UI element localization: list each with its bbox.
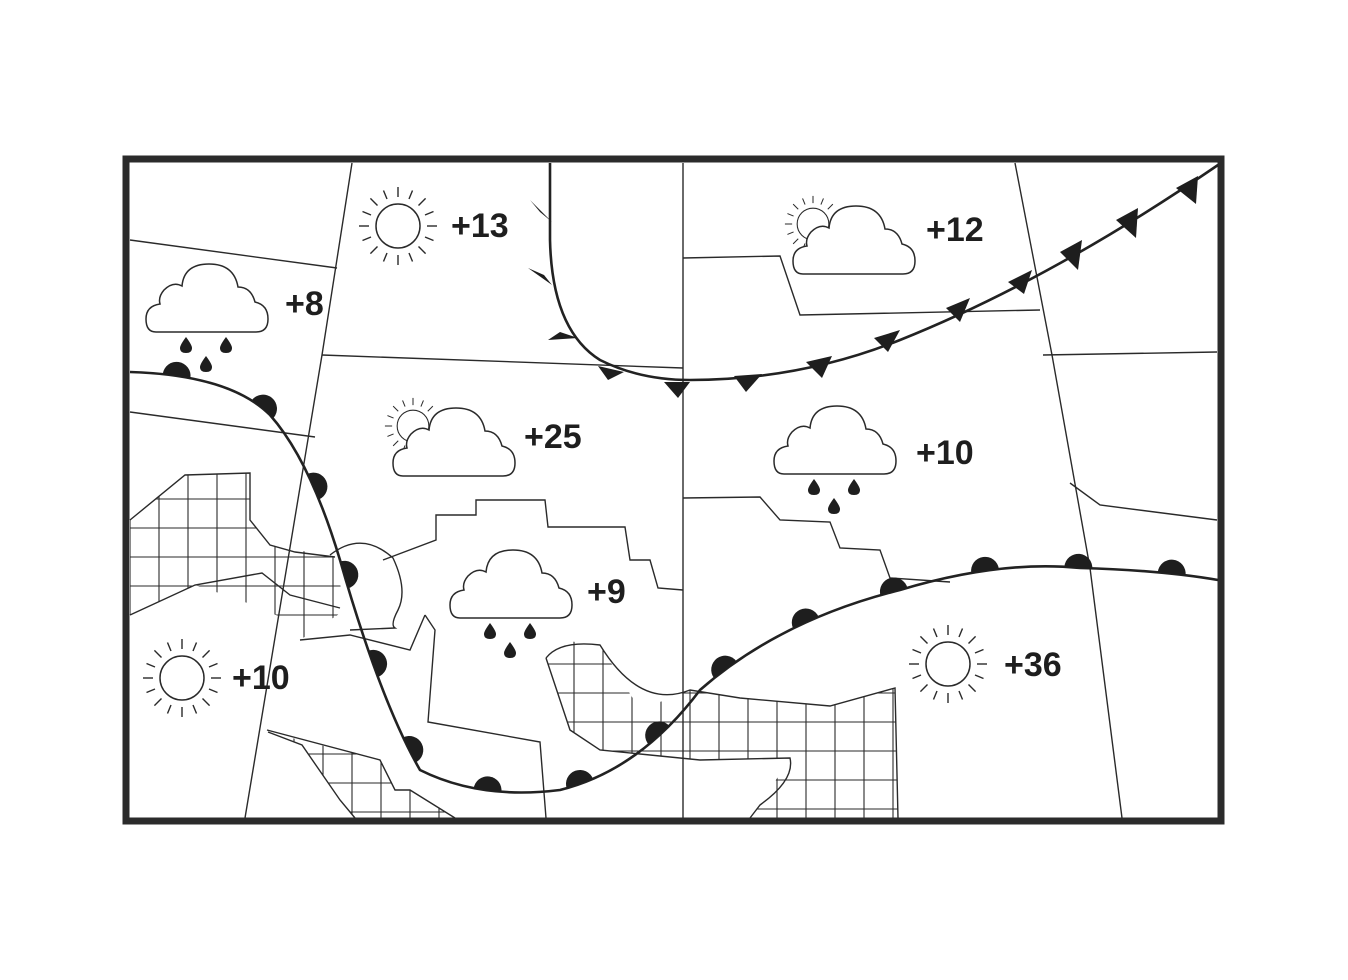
warm-front-semicircle xyxy=(645,721,670,745)
temperature-label: +10 xyxy=(232,659,290,697)
warm-front-semicircle xyxy=(307,472,328,500)
cold-front-triangle xyxy=(1116,208,1138,238)
warm-front-semicircle xyxy=(368,649,388,677)
cold-front-triangle xyxy=(806,356,832,378)
cold-front-triangle xyxy=(734,374,762,392)
map-regions xyxy=(129,162,1218,819)
cold-front-triangle xyxy=(530,200,552,222)
cold-front-triangle xyxy=(548,332,578,340)
temperature-label: +36 xyxy=(1004,646,1062,684)
cold-front-triangle xyxy=(1008,270,1032,294)
map-frame xyxy=(122,155,1225,825)
warm-front-semicircle xyxy=(340,560,359,589)
warm-front-semicircle xyxy=(252,394,277,418)
cold-front-triangle xyxy=(946,298,970,322)
warm-front-semicircle xyxy=(473,776,502,793)
cold-front-triangle xyxy=(1176,176,1198,204)
temperature-label: +12 xyxy=(926,211,984,249)
warm-front-semicircle xyxy=(711,655,737,679)
warm-front-semicircle xyxy=(879,577,908,596)
warm-front-semicircle xyxy=(791,608,819,629)
warm-front-semicircle xyxy=(402,736,424,763)
warm-front-semicircle xyxy=(566,769,594,789)
warm-front-semicircle xyxy=(971,556,999,573)
cold-front-triangle xyxy=(874,330,900,352)
cold-front xyxy=(528,163,1219,398)
warm-front xyxy=(129,361,1219,794)
temperature-label: +10 xyxy=(916,434,974,472)
temperature-labels: +13 +8 +12 +25 +10 +9 +10 +36 xyxy=(232,207,1062,697)
temperature-label: +9 xyxy=(587,573,626,611)
warm-front-semicircle xyxy=(162,361,191,378)
warm-front-semicircle xyxy=(1157,559,1186,576)
cold-front-triangle xyxy=(598,366,624,380)
cold-front-triangle xyxy=(664,382,690,398)
cold-front-triangle xyxy=(1060,240,1082,270)
temperature-label: +8 xyxy=(285,285,324,323)
warm-front-semicircle xyxy=(1064,553,1093,570)
temperature-label: +13 xyxy=(451,207,509,245)
cold-front-triangle xyxy=(528,268,552,285)
temperature-label: +25 xyxy=(524,418,582,456)
